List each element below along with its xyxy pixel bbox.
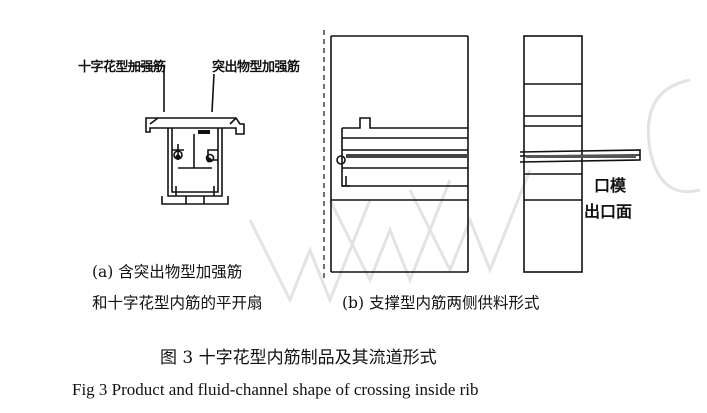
leader-line-right	[211, 73, 215, 113]
figure-title-cn: 图 3 十字花型内筋制品及其流道形式	[160, 348, 437, 368]
panel-a-ribs	[175, 130, 212, 163]
label-exit-face: 出口面	[584, 202, 633, 221]
leader-line-left	[128, 65, 165, 112]
panel-b-exit-rib-fill	[526, 155, 636, 158]
watermark	[248, 78, 701, 305]
label-protrusion-rib: 突出物型加强筋	[212, 60, 300, 75]
label-die-mouth: 口模	[594, 176, 627, 195]
panel-a-profile	[128, 65, 245, 205]
caption-b: (b) 支撑型内筋两侧供料形式	[342, 294, 540, 312]
panel-b-die-exit	[519, 35, 641, 273]
figure-title-en: Fig 3 Product and fluid-channel shape of…	[72, 380, 479, 399]
panel-b-rib-fill	[346, 154, 468, 158]
caption-a-line1: (a) 含突出物型加强筋	[92, 263, 243, 281]
label-cross-rib: 十字花型加强筋	[78, 60, 166, 75]
caption-a-line2: 和十字花型内筋的平开扇	[92, 294, 263, 312]
